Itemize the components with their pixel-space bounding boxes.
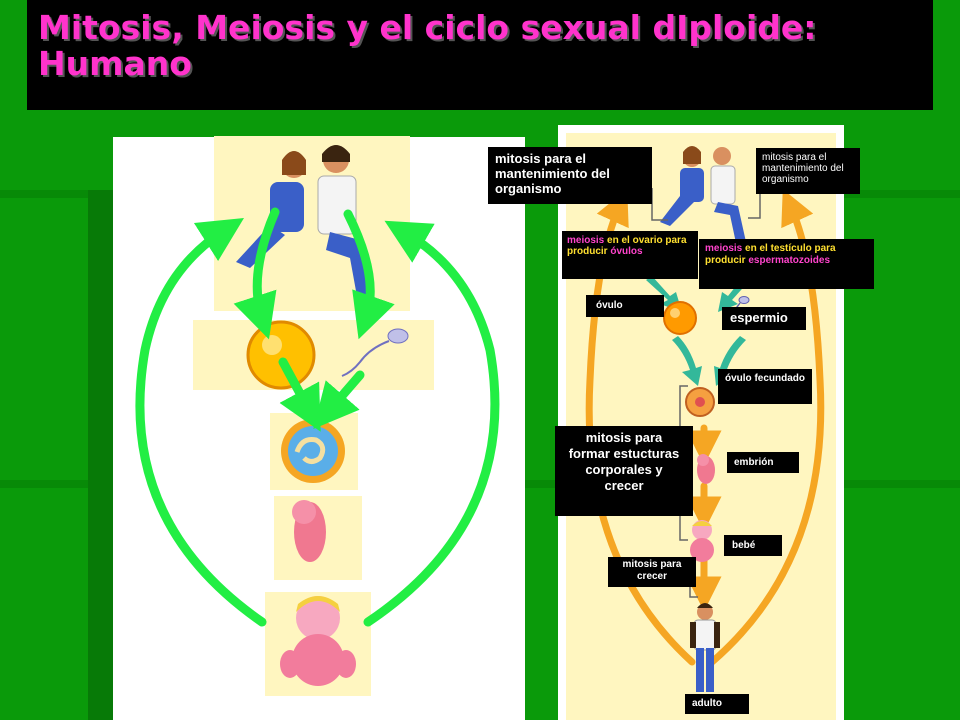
label-adulto: adulto	[685, 694, 749, 714]
label-meiosis-ovary: meiosis en el ovario para producir óvulo…	[562, 231, 698, 279]
label-embrion: embrión	[727, 452, 799, 473]
label-ovulo-fecundado: óvulo fecundado	[718, 369, 812, 404]
label-espermio: espermio	[722, 307, 806, 330]
arrow-egg-to-zygote	[278, 357, 321, 432]
label-meiosis-testis: meiosis en el testículo para producir es…	[699, 239, 874, 289]
egg-cell-small	[663, 301, 697, 335]
label-meiosis-ovary-word: meiosis	[567, 235, 605, 246]
slide-title: Mitosis, Meiosis y el ciclo sexual dIplo…	[38, 8, 817, 83]
label-meiosis-ovary-text: en el ovario para producir	[567, 235, 687, 257]
label-mitosis-formar: mitosis para formar estucturas corporale…	[555, 426, 693, 516]
label-mitosis-maintenance-right: mitosis para el mantenimiento del organi…	[756, 148, 860, 194]
bg-shade-left	[88, 190, 114, 720]
arrow-baby-to-mother	[135, 217, 267, 627]
zygote-figure	[281, 419, 345, 483]
arrow-father-to-sperm	[343, 209, 395, 340]
label-ovulo: óvulo	[586, 295, 664, 317]
label-bebe: bebé	[724, 535, 782, 556]
label-meiosis-testis-word: meiosis	[705, 243, 743, 254]
label-mitosis-maintenance-left: mitosis para el mantenimiento del organi…	[488, 147, 652, 204]
baby-small	[690, 520, 714, 562]
arrow-mother-to-egg	[233, 207, 280, 340]
label-meiosis-testis-text: en el testículo para producir	[705, 243, 836, 266]
label-mitosis-crecer: mitosis para crecer	[608, 557, 696, 587]
label-meiosis-testis-esperma: espermatozoides	[748, 255, 831, 266]
arrow-baby-to-father	[363, 220, 500, 627]
parents-box	[214, 136, 410, 311]
parents-small-figure	[660, 146, 746, 243]
green-arrows	[135, 207, 500, 627]
label-meiosis-ovary-ovulos: óvulos	[610, 246, 643, 257]
embryo-figure	[292, 500, 326, 562]
title-bar	[27, 0, 933, 110]
arrow-sperm-to-zygote	[313, 370, 365, 430]
adult-figure	[690, 603, 720, 692]
arrow-egg-to-zygote-right	[672, 336, 702, 386]
baby-figure	[280, 596, 356, 686]
